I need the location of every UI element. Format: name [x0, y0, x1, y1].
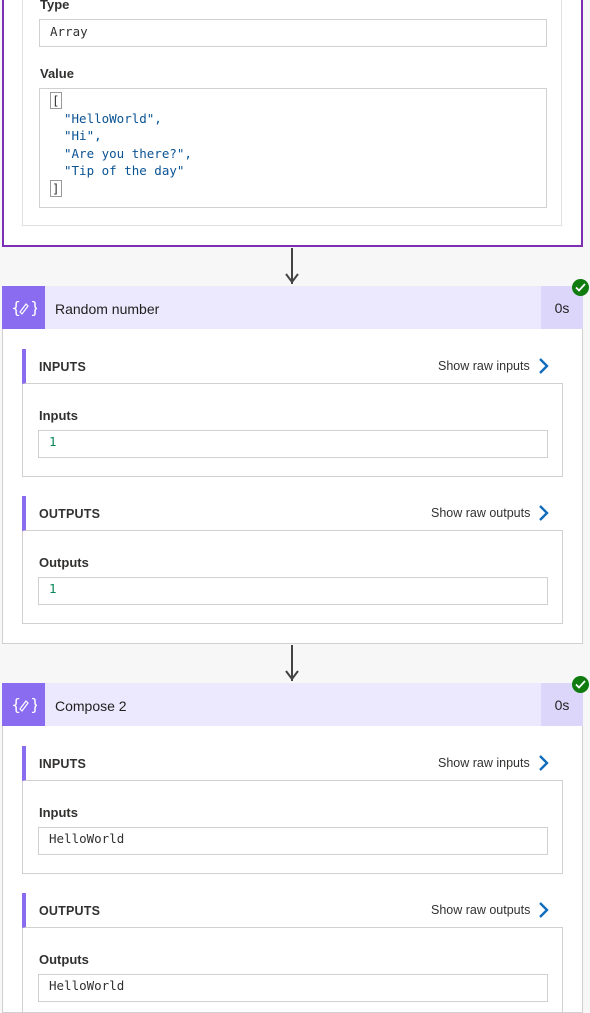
outputs-section-header [22, 893, 563, 928]
show-raw-inputs-label: Show raw inputs [438, 359, 530, 373]
action-title: Random number [55, 301, 160, 317]
inputs-label: Inputs [39, 408, 78, 423]
inputs-field[interactable]: HelloWorld [38, 827, 548, 855]
show-raw-inputs-button[interactable]: Show raw inputs [438, 358, 550, 374]
show-raw-outputs-label: Show raw outputs [431, 903, 531, 917]
section-title: INPUTS [39, 757, 87, 771]
value-line: "HelloWorld", [64, 110, 162, 126]
compose-braces-icon: { } [2, 683, 45, 726]
show-raw-outputs-label: Show raw outputs [431, 506, 531, 520]
action-header[interactable] [2, 683, 583, 726]
outputs-label: Outputs [39, 555, 89, 570]
inputs-section-header [22, 746, 563, 781]
value-label: Value [40, 66, 74, 81]
flow-connector [291, 248, 293, 284]
outputs-section-header [22, 496, 563, 531]
outputs-value: HelloWorld [49, 978, 125, 993]
show-raw-outputs-button[interactable]: Show raw outputs [431, 902, 550, 918]
inputs-value: 1 [49, 434, 57, 449]
success-check-icon [572, 279, 589, 296]
type-field[interactable]: Array [39, 19, 547, 47]
arrow-down-icon [285, 273, 299, 284]
svg-text:}: } [30, 695, 37, 714]
svg-text:{: { [11, 695, 21, 714]
action-header[interactable] [2, 286, 583, 329]
success-check-icon [572, 676, 589, 693]
bracket-open: [ [50, 92, 62, 109]
chevron-right-icon [539, 505, 550, 521]
outputs-field[interactable]: 1 [38, 577, 548, 605]
inputs-value: HelloWorld [49, 831, 125, 846]
value-line: "Hi", [64, 128, 102, 143]
inputs-label: Inputs [39, 805, 78, 820]
bracket-close: ] [50, 179, 62, 197]
outputs-field[interactable]: HelloWorld [38, 974, 548, 1002]
flow-connector [291, 645, 293, 681]
value-line: "Tip of the day" [64, 163, 185, 178]
arrow-down-icon [285, 670, 299, 681]
inputs-field[interactable]: 1 [38, 430, 548, 458]
value-field[interactable]: [ "HelloWorld", "Hi", "Are you there?", … [39, 88, 547, 208]
value-line: "Are you there?", [64, 145, 192, 161]
chevron-right-icon [538, 755, 549, 771]
outputs-value: 1 [49, 581, 57, 596]
show-raw-outputs-button[interactable]: Show raw outputs [431, 505, 550, 521]
show-raw-inputs-button[interactable]: Show raw inputs [438, 755, 550, 771]
section-title: OUTPUTS [39, 904, 101, 918]
action-title: Compose 2 [55, 698, 127, 714]
section-title: OUTPUTS [39, 507, 101, 521]
compose-braces-icon: { } [2, 286, 45, 329]
type-label: Type [40, 0, 70, 12]
type-value: Array [50, 24, 88, 39]
section-title: INPUTS [39, 360, 87, 374]
chevron-right-icon [538, 358, 549, 374]
chevron-right-icon [539, 902, 550, 918]
show-raw-inputs-label: Show raw inputs [438, 756, 530, 770]
outputs-label: Outputs [39, 952, 89, 967]
svg-text:{: { [11, 298, 21, 317]
svg-text:}: } [30, 298, 37, 317]
inputs-section-header [22, 349, 563, 384]
